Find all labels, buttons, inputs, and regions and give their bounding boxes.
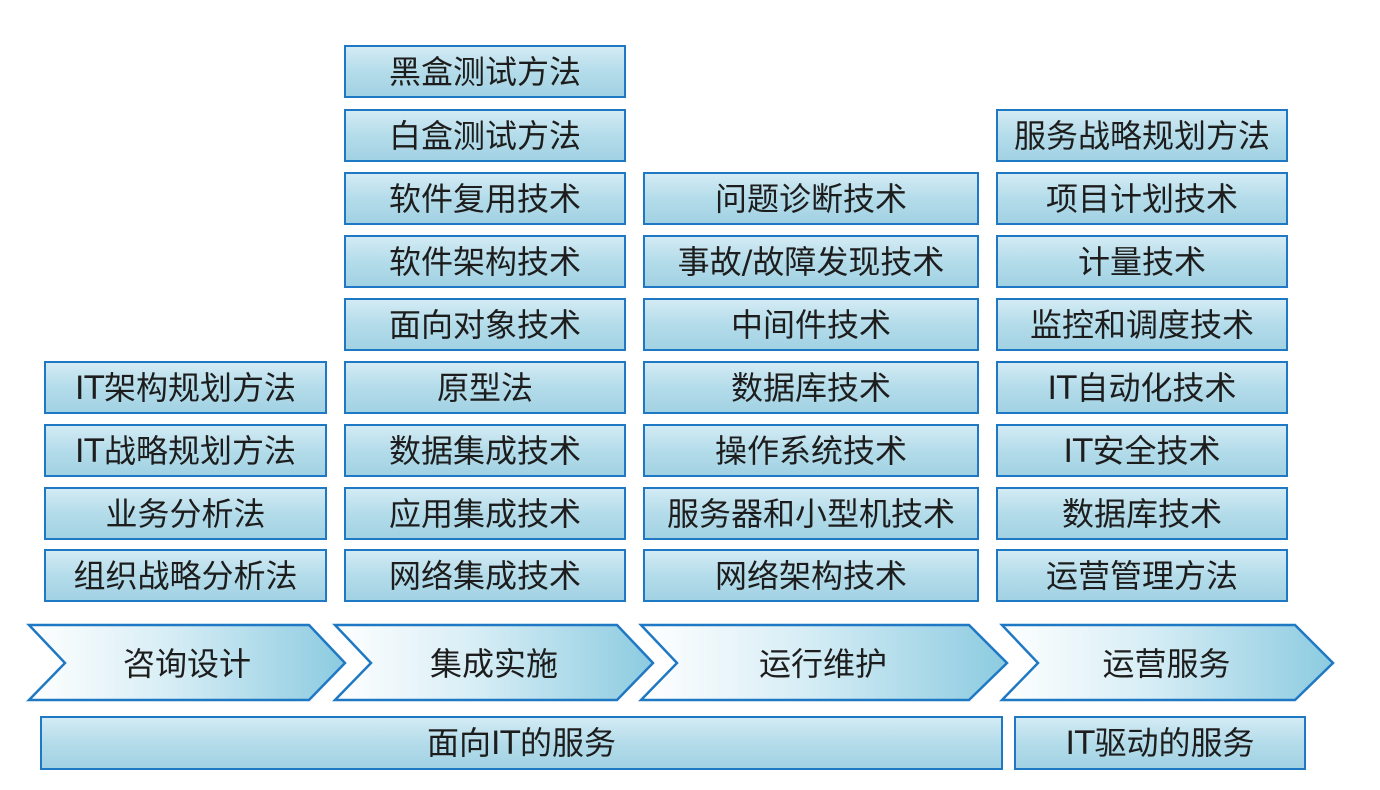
method-box-operating-system: 操作系统技术	[643, 424, 979, 477]
method-box-object-oriented: 面向对象技术	[344, 298, 626, 351]
operation-service-column: 服务战略规划方法 项目计划技术 计量技术 监控和调度技术 IT自动化技术 IT安…	[996, 0, 1288, 790]
method-box-server-minicomputer: 服务器和小型机技术	[643, 487, 979, 540]
method-box-service-strategy-planning: 服务战略规划方法	[996, 109, 1288, 162]
integration-column: 黑盒测试方法 白盒测试方法 软件复用技术 软件架构技术 面向对象技术 原型法 数…	[344, 0, 626, 790]
method-box-monitoring-scheduling: 监控和调度技术	[996, 298, 1288, 351]
method-box-project-planning: 项目计划技术	[996, 172, 1288, 225]
method-box-operations-management: 运营管理方法	[996, 549, 1288, 602]
method-box-middleware: 中间件技术	[643, 298, 979, 351]
method-box-it-architecture-planning: IT架构规划方法	[44, 361, 327, 414]
method-box-it-strategy-planning: IT战略规划方法	[44, 424, 327, 477]
method-box-database: 数据库技术	[643, 361, 979, 414]
method-box-prototyping: 原型法	[344, 361, 626, 414]
method-box-software-architecture: 软件架构技术	[344, 235, 626, 288]
method-box-database-ops: 数据库技术	[996, 487, 1288, 540]
it-oriented-service-bar: 面向IT的服务	[40, 716, 1003, 770]
method-box-business-analysis: 业务分析法	[44, 487, 327, 540]
method-box-data-integration: 数据集成技术	[344, 424, 626, 477]
stage-label-consult-design: 咨询设计	[122, 645, 251, 683]
method-box-white-box-testing: 白盒测试方法	[344, 109, 626, 162]
maintenance-column: 问题诊断技术 事故/故障发现技术 中间件技术 数据库技术 操作系统技术 服务器和…	[643, 0, 979, 790]
method-box-black-box-testing: 黑盒测试方法	[344, 45, 626, 98]
method-box-it-security: IT安全技术	[996, 424, 1288, 477]
stage-label-maintenance: 运行维护	[758, 645, 887, 683]
method-box-software-reuse: 软件复用技术	[344, 172, 626, 225]
method-box-incident-detection: 事故/故障发现技术	[643, 235, 979, 288]
method-box-problem-diagnosis: 问题诊断技术	[643, 172, 979, 225]
stage-label-integration: 集成实施	[429, 645, 558, 683]
method-box-network-architecture: 网络架构技术	[643, 549, 979, 602]
method-box-network-integration: 网络集成技术	[344, 549, 626, 602]
consult-design-column: IT架构规划方法 IT战略规划方法 业务分析法 组织战略分析法	[44, 0, 327, 790]
method-box-org-strategy-analysis: 组织战略分析法	[44, 549, 327, 602]
method-box-application-integration: 应用集成技术	[344, 487, 626, 540]
stage-label-operation-service: 运营服务	[1102, 645, 1231, 683]
it-driven-service-bar: IT驱动的服务	[1014, 716, 1306, 770]
method-box-metering: 计量技术	[996, 235, 1288, 288]
method-box-it-automation: IT自动化技术	[996, 361, 1288, 414]
